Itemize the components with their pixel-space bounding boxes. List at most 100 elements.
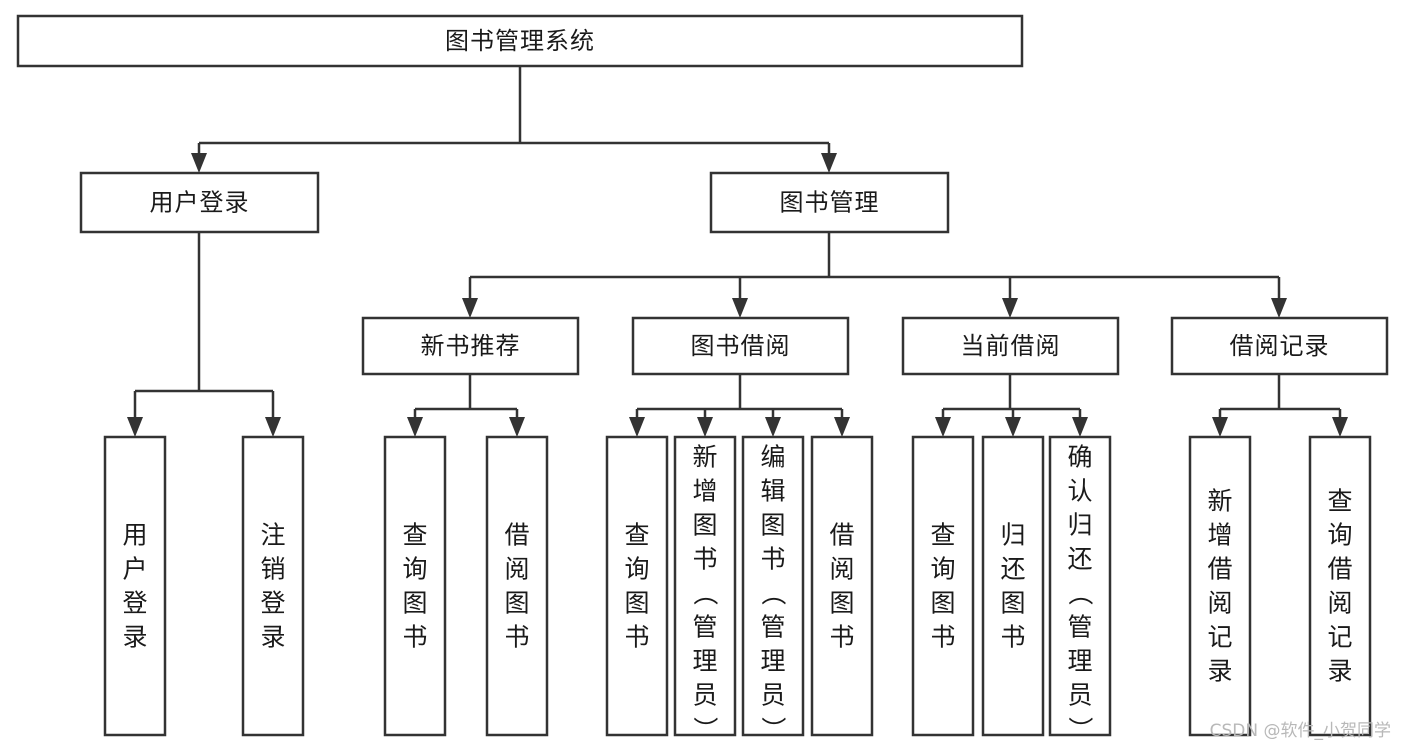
connector-root-to-level2 [191,66,837,173]
node-book-management[interactable]: 图书管理 [709,171,950,234]
svg-text:录: 录 [122,623,147,652]
svg-text:（: （ [1066,580,1095,605]
svg-text:理: 理 [1067,647,1092,676]
svg-text:询: 询 [1327,521,1352,550]
node-box-leaf-add-book[interactable] [673,435,737,737]
node-box-user-login[interactable] [79,171,320,234]
nodes-layer: 图书管理系统用户登录图书管理新书推荐图书借阅当前借阅借阅记录用户登录注销登录查询… [16,14,1389,742]
svg-text:认: 认 [1067,477,1092,506]
svg-text:辑: 辑 [760,477,785,506]
svg-text:查: 查 [930,521,955,550]
arrow-head-icon [1271,298,1287,318]
connector-book-mgmt-to-level3 [462,232,1287,318]
svg-text:借: 借 [1207,555,1232,584]
svg-text:录: 录 [260,623,285,652]
node-box-undefined[interactable] [16,14,1024,68]
svg-text:增: 增 [692,477,717,506]
arrow-head-icon [1072,417,1088,437]
svg-text:图: 图 [624,589,649,618]
svg-text:销: 销 [260,555,285,584]
svg-text:查: 查 [1327,487,1352,516]
svg-text:还: 还 [1000,555,1025,584]
node-label-current-borrow: 当前借阅 [961,332,1061,360]
node-box-leaf-query-book-1[interactable] [383,435,447,737]
svg-text:户: 户 [122,555,147,584]
arrow-head-icon [732,298,748,318]
svg-text:录: 录 [1327,657,1352,686]
node-box-current-borrow[interactable] [901,316,1120,376]
node-box-leaf-borrow-book-2[interactable] [810,435,874,737]
arrow-head-icon [1212,417,1228,437]
svg-text:还: 还 [1067,545,1092,574]
node-box-leaf-user-login[interactable] [103,435,167,737]
node-box-leaf-edit-book[interactable] [741,435,805,737]
svg-text:用: 用 [122,521,147,550]
svg-text:管: 管 [692,613,717,642]
node-current-borrow[interactable]: 当前借阅 [901,316,1120,376]
node-label-borrow-records: 借阅记录 [1230,332,1330,360]
svg-text:书: 书 [1000,623,1025,652]
svg-text:确: 确 [1067,443,1092,472]
node-label-book-management: 图书管理 [780,189,880,217]
svg-text:书: 书 [760,545,785,574]
node-box-borrow-records[interactable] [1170,316,1389,376]
arrow-head-icon [1332,417,1348,437]
arrow-head-icon [1002,298,1018,318]
node-label-user-login: 用户登录 [150,189,250,217]
svg-text:借: 借 [1327,555,1352,584]
node-box-leaf-query-book-2[interactable] [605,435,669,737]
svg-text:图: 图 [692,511,717,540]
node-box-leaf-borrow-book-1[interactable] [485,435,549,737]
arrow-head-icon [935,417,951,437]
node-box-book-management[interactable] [709,171,950,234]
svg-text:）: ） [1066,716,1095,741]
node-box-book-borrow[interactable] [631,316,850,376]
node-leaf-user-login[interactable]: 用户登录 [103,435,167,737]
node-book-borrow[interactable]: 图书借阅 [631,316,850,376]
node-box-leaf-query-book-3[interactable] [911,435,975,737]
arrow-head-icon [629,417,645,437]
connector-borrow-records-to-leaves [1212,374,1348,437]
node-user-login[interactable]: 用户登录 [79,171,320,234]
node-new-book-recommend[interactable]: 新书推荐 [361,316,580,376]
node-box-leaf-add-record[interactable] [1188,435,1252,737]
node-borrow-records[interactable]: 借阅记录 [1170,316,1389,376]
node-box-leaf-return-book[interactable] [981,435,1045,737]
svg-text:书: 书 [402,623,427,652]
svg-text:图: 图 [504,589,529,618]
node-box-new-book-recommend[interactable] [361,316,580,376]
svg-text:询: 询 [402,555,427,584]
node-label-leaf-user-login: 用户登录 [122,521,147,652]
svg-text:询: 询 [930,555,955,584]
connector-user-login-to-leaves [127,232,281,437]
csdn-watermark: CSDN @软件_小贺同学 [1209,721,1391,741]
node-box-leaf-query-record[interactable] [1308,435,1372,737]
node-box-leaf-confirm-return[interactable] [1048,435,1112,737]
node-box-leaf-user-logout[interactable] [241,435,305,737]
svg-text:书: 书 [504,623,529,652]
svg-text:增: 增 [1207,521,1232,550]
svg-text:借: 借 [504,521,529,550]
arrow-head-icon [821,153,837,173]
svg-text:理: 理 [692,647,717,676]
svg-text:录: 录 [1207,657,1232,686]
node-undefined[interactable]: 图书管理系统 [16,14,1024,68]
svg-text:记: 记 [1207,623,1232,652]
